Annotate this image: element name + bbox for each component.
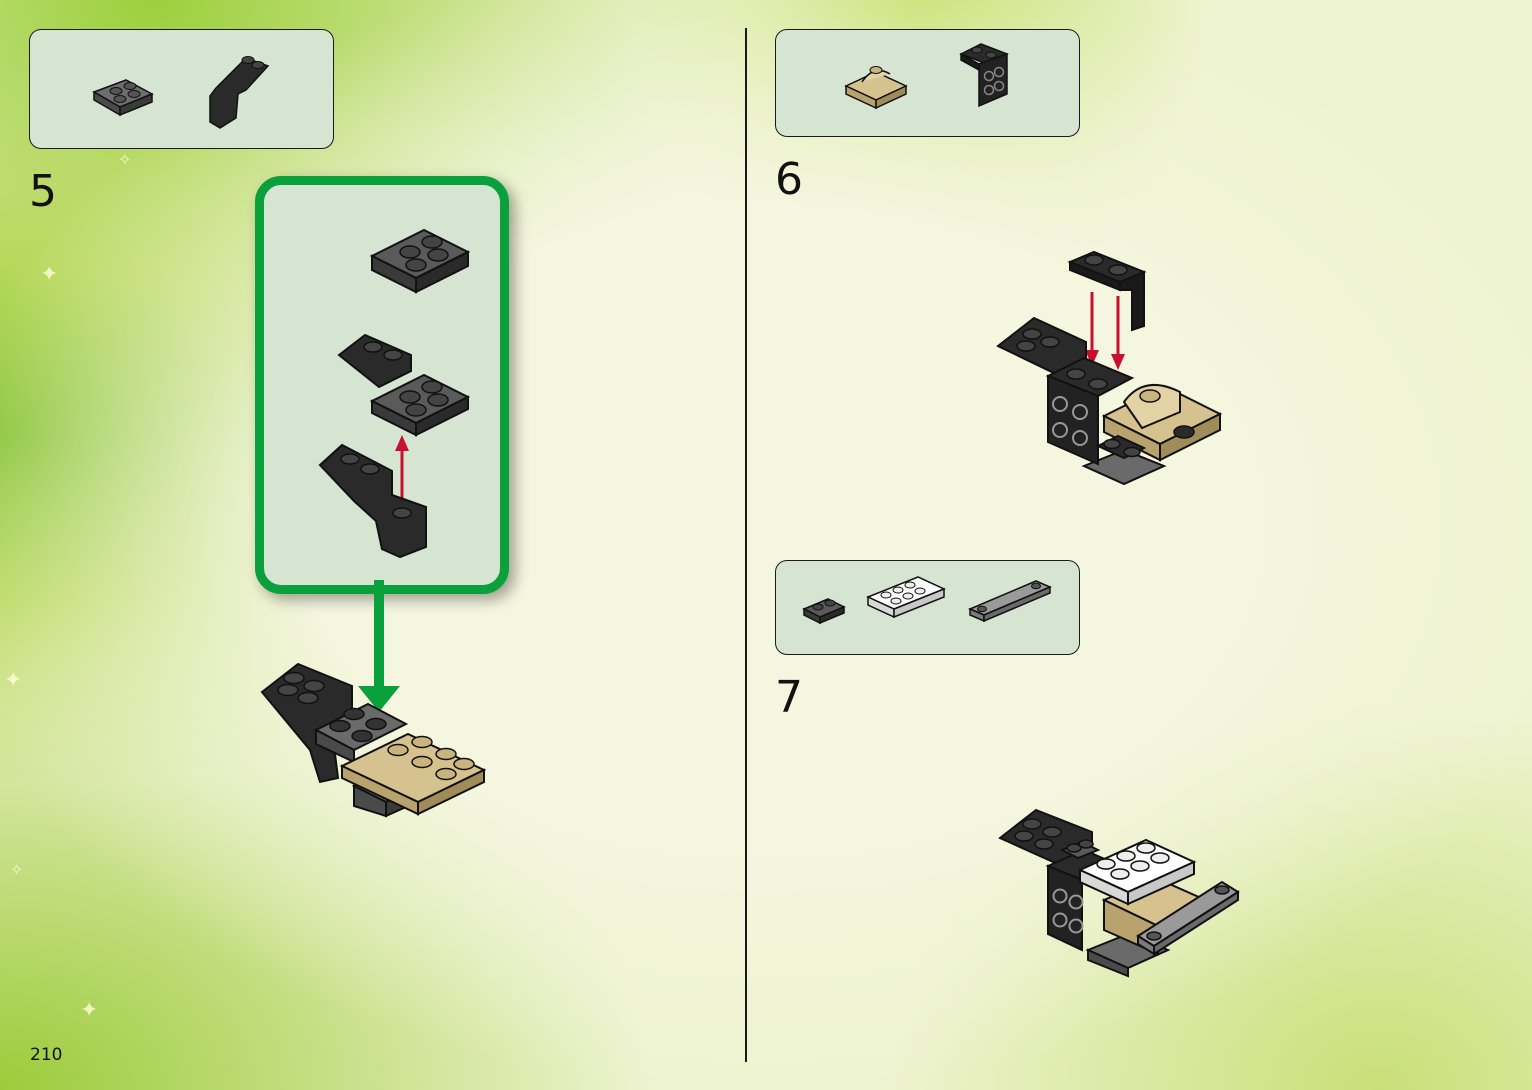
step-5-number: 5: [29, 170, 57, 214]
step-7-number: 7: [775, 676, 803, 720]
dark-gray-plate-icon: [372, 230, 468, 292]
subassembly-callout: [255, 176, 509, 594]
sparkle-icon: ✦: [4, 668, 22, 693]
page-divider: [745, 28, 747, 1062]
step-6-number: 6: [775, 158, 803, 202]
gray-tile-icon: [970, 581, 1050, 621]
step-6-model: [994, 246, 1234, 496]
black-arch-icon: [210, 57, 268, 129]
parts-illustration: [776, 30, 1079, 136]
step-7-parts-box: [775, 560, 1080, 655]
black-arch-icon: [339, 335, 411, 387]
parts-illustration: [776, 561, 1079, 654]
black-bracket-icon: [961, 44, 1007, 106]
dark-gray-plate-icon: [94, 80, 152, 115]
step-6-parts-box: [775, 29, 1080, 137]
white-plate-icon: [868, 577, 944, 617]
subassembly-illustration: [264, 185, 500, 585]
black-arch-icon: [320, 445, 426, 557]
step-7-model: [996, 804, 1246, 984]
parts-illustration: [30, 30, 333, 148]
arrow-down-icon: [1085, 292, 1125, 370]
dark-gray-plate-icon: [804, 599, 844, 623]
sparkle-icon: ✧: [118, 150, 131, 169]
step-5-parts-box: [29, 29, 334, 149]
sparkle-icon: ✦: [80, 998, 98, 1023]
sparkle-icon: ✦: [40, 262, 58, 287]
step-5-model: [258, 656, 498, 836]
page-number: 210: [30, 1045, 62, 1065]
tan-slope-icon: [846, 67, 906, 109]
sparkle-icon: ✧: [10, 860, 23, 879]
